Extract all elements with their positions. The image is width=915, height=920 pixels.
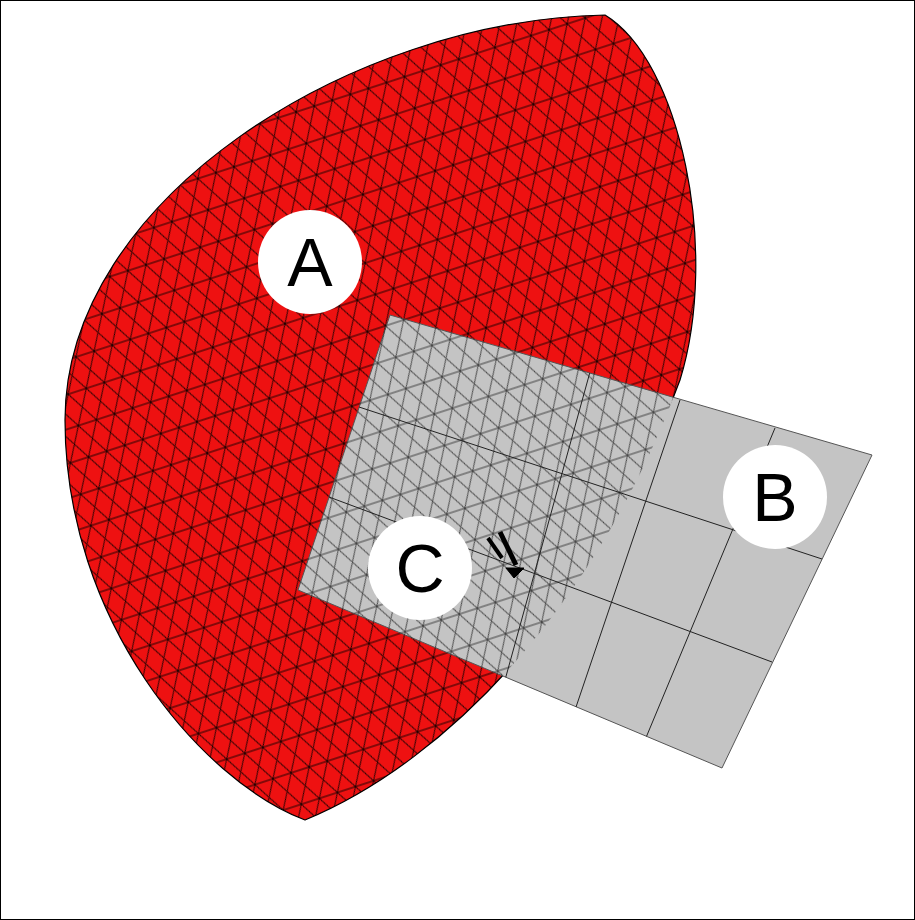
callout-letter: C (368, 516, 472, 620)
callout-letter: B (723, 445, 827, 549)
callout-letter: A (258, 210, 362, 314)
